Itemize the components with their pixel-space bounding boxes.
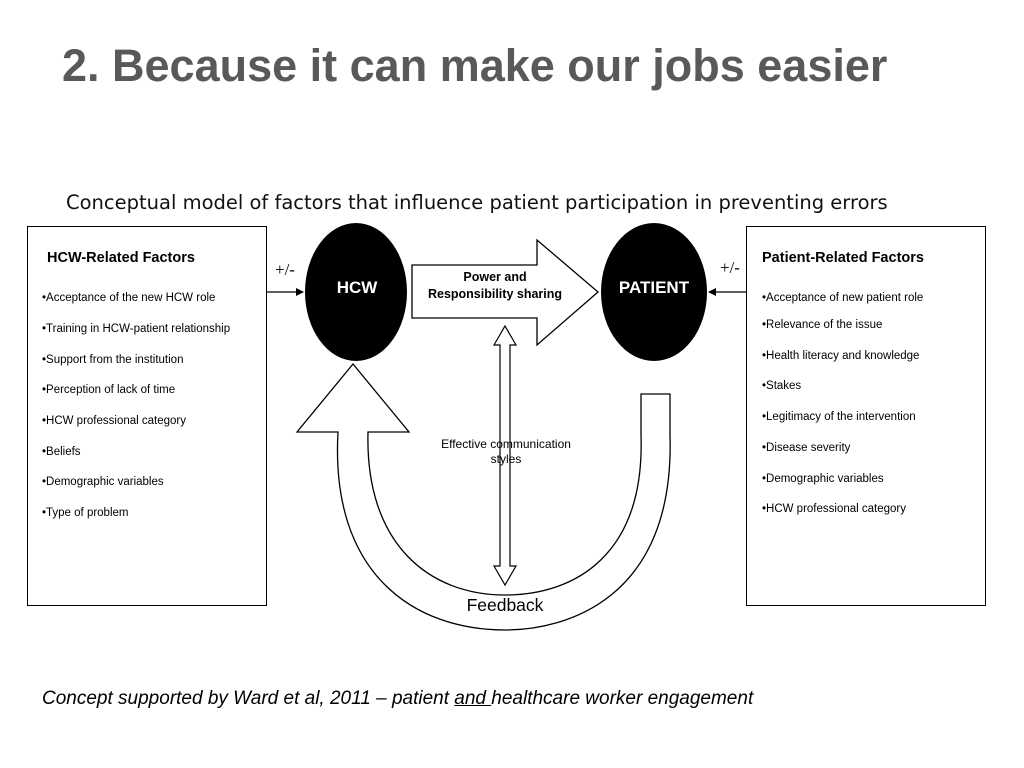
patient-factor-item: •Demographic variables	[762, 473, 884, 485]
hcw-node	[305, 223, 407, 361]
patient-factor-item: •Disease severity	[762, 442, 851, 454]
patient-factors-heading: Patient-Related Factors	[762, 250, 924, 266]
patient-node	[601, 223, 707, 361]
diagram-subtitle: Conceptual model of factors that influen…	[66, 191, 888, 214]
hcw-factor-item: •Perception of lack of time	[42, 384, 176, 396]
power-sharing-arrow	[411, 238, 599, 347]
patient-factors-box: Patient-Related Factors •Acceptance of n…	[746, 226, 986, 606]
hcw-factor-item: •Acceptance of the new HCW role	[42, 292, 216, 304]
hcw-factors-box: HCW-Related Factors •Acceptance of the n…	[27, 226, 267, 606]
patient-node-label: PATIENT	[619, 278, 690, 297]
hcw-factor-item: •Type of problem	[42, 507, 129, 519]
footnote-underlined-text: and	[454, 688, 492, 709]
patient-influence-sign: +/-	[720, 258, 740, 277]
patient-factor-item: •Relevance of the issue	[762, 319, 883, 331]
power-sharing-label: Responsibility sharing	[428, 287, 562, 301]
concept-footnote: Concept supported by Ward et al, 2011 – …	[42, 688, 753, 710]
patient-factor-item: •Stakes	[762, 380, 802, 392]
hcw-factor-item: •Training in HCW-patient relationship	[42, 323, 231, 335]
footnote-text: healthcare worker engagement	[491, 688, 754, 709]
hcw-factor-item: •Demographic variables	[42, 476, 164, 488]
patient-factor-item: •Legitimacy of the intervention	[762, 411, 916, 423]
hcw-factor-item: •Beliefs	[42, 446, 81, 458]
patient-factor-item: •Health literacy and knowledge	[762, 350, 920, 362]
hcw-influence-sign: +/-	[275, 260, 295, 279]
patient-factor-item: •HCW professional category	[762, 503, 906, 515]
power-sharing-label: Power and	[463, 270, 526, 284]
hcw-node-label: HCW	[337, 278, 379, 297]
communication-label: styles	[491, 452, 522, 466]
hcw-factor-item: •Support from the institution	[42, 354, 184, 366]
hcw-factors-heading: HCW-Related Factors	[47, 250, 195, 266]
communication-label: Effective communication	[441, 437, 571, 451]
patient-factor-item: •Acceptance of new patient role	[762, 292, 924, 304]
communication-double-arrow	[492, 324, 518, 587]
slide-title: 2. Because it can make our jobs easier	[62, 40, 888, 91]
footnote-text: Concept supported by Ward et al, 2011 – …	[42, 688, 455, 709]
feedback-loop-arrow	[295, 362, 671, 631]
feedback-label: Feedback	[467, 595, 544, 615]
hcw-factor-item: •HCW professional category	[42, 415, 186, 427]
